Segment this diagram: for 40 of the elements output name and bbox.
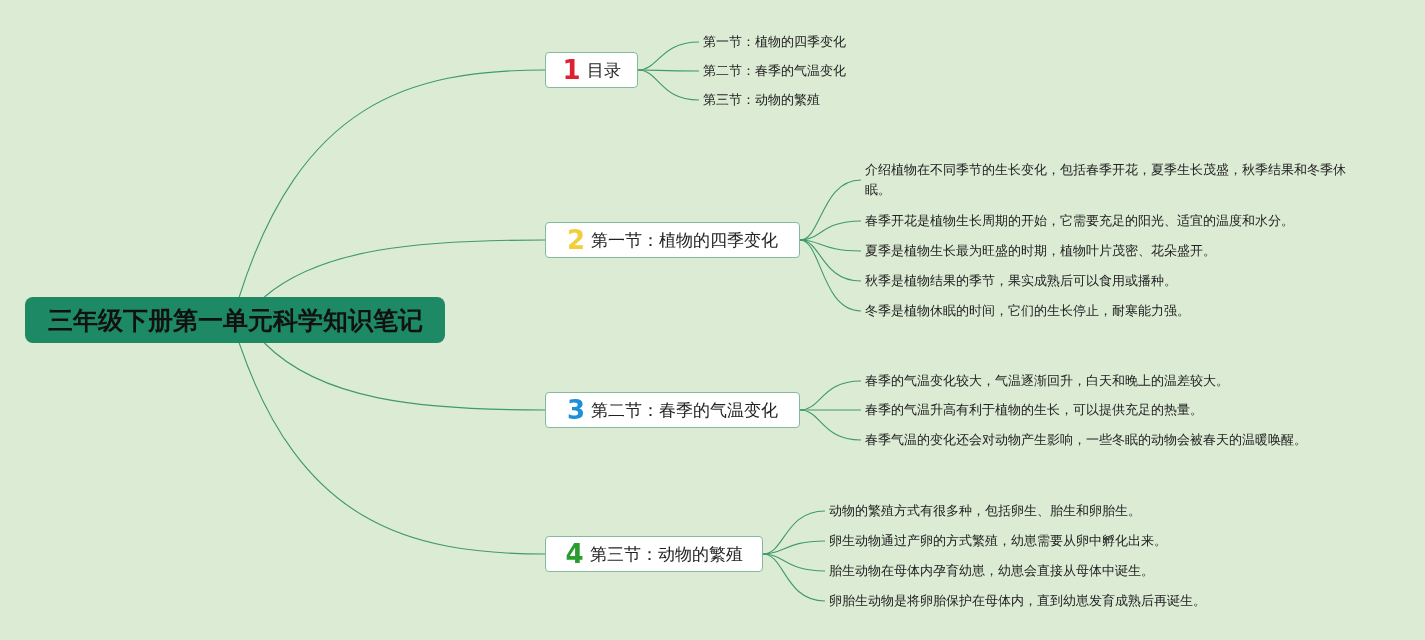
connector-line [762, 540, 826, 555]
connector-line [762, 553, 826, 602]
connector-line [799, 409, 862, 441]
note-text: 介绍植物在不同季节的生长变化，包括春季开花，夏季生长茂盛，秋季结果和冬季休眠。 [865, 160, 1365, 200]
connector-line [799, 409, 862, 411]
note-text: 春季气温的变化还会对动物产生影响，一些冬眠的动物会被春天的温暖唤醒。 [865, 430, 1307, 450]
topic-title: 目录 [586, 58, 621, 82]
note-text: 第三节：动物的繁殖 [703, 90, 820, 110]
topic-box [545, 392, 800, 428]
note-text: 夏季是植物生长最为旺盛的时期，植物叶片茂密、花朵盛开。 [865, 241, 1216, 261]
root-topic-box: 三年级下册第一单元科学知识笔记 [25, 297, 445, 343]
section-number: 4 [565, 541, 584, 567]
section-number: 1 [562, 57, 581, 83]
topic-title: 第一节：植物的四季变化 [591, 228, 779, 252]
connector-line [238, 69, 546, 298]
topic-title: 第三节：动物的繁殖 [589, 542, 743, 566]
section-number: 3 [566, 397, 586, 423]
topic-box [545, 52, 638, 88]
note-text: 冬季是植物休眠的时间，它们的生长停止，耐寒能力强。 [865, 301, 1190, 321]
topic-box [545, 222, 800, 258]
topic-title: 第二节：春季的气温变化 [591, 398, 779, 422]
topic-box [545, 536, 763, 572]
note-text: 胎生动物在母体内孕育幼崽，幼崽会直接从母体中诞生。 [829, 561, 1154, 581]
connector-line [637, 69, 700, 72]
note-text: 第二节：春季的气温变化 [703, 61, 846, 81]
note-text: 春季开花是植物生长周期的开始，它需要充足的阳光、适宜的温度和水分。 [865, 211, 1294, 231]
connector-line [799, 239, 862, 312]
connector-line [238, 342, 546, 555]
note-text: 卵生动物通过产卵的方式繁殖，幼崽需要从卵中孵化出来。 [829, 531, 1167, 551]
note-text: 第一节：植物的四季变化 [703, 32, 846, 52]
note-text: 秋季是植物结果的季节，果实成熟后可以食用或播种。 [865, 271, 1177, 291]
note-text: 春季的气温变化较大，气温逐渐回升，白天和晚上的温差较大。 [865, 371, 1229, 391]
note-text: 春季的气温升高有利于植物的生长，可以提供充足的热量。 [865, 400, 1203, 420]
section-number: 2 [566, 227, 586, 253]
connector-line [637, 69, 700, 101]
note-text: 动物的繁殖方式有很多种，包括卵生、胎生和卵胎生。 [829, 501, 1141, 521]
note-text: 卵胎生动物是将卵胎保护在母体内，直到幼崽发育成熟后再诞生。 [829, 591, 1206, 611]
connector-line [762, 553, 826, 572]
connector-line [263, 239, 546, 298]
connector-line [263, 342, 546, 411]
